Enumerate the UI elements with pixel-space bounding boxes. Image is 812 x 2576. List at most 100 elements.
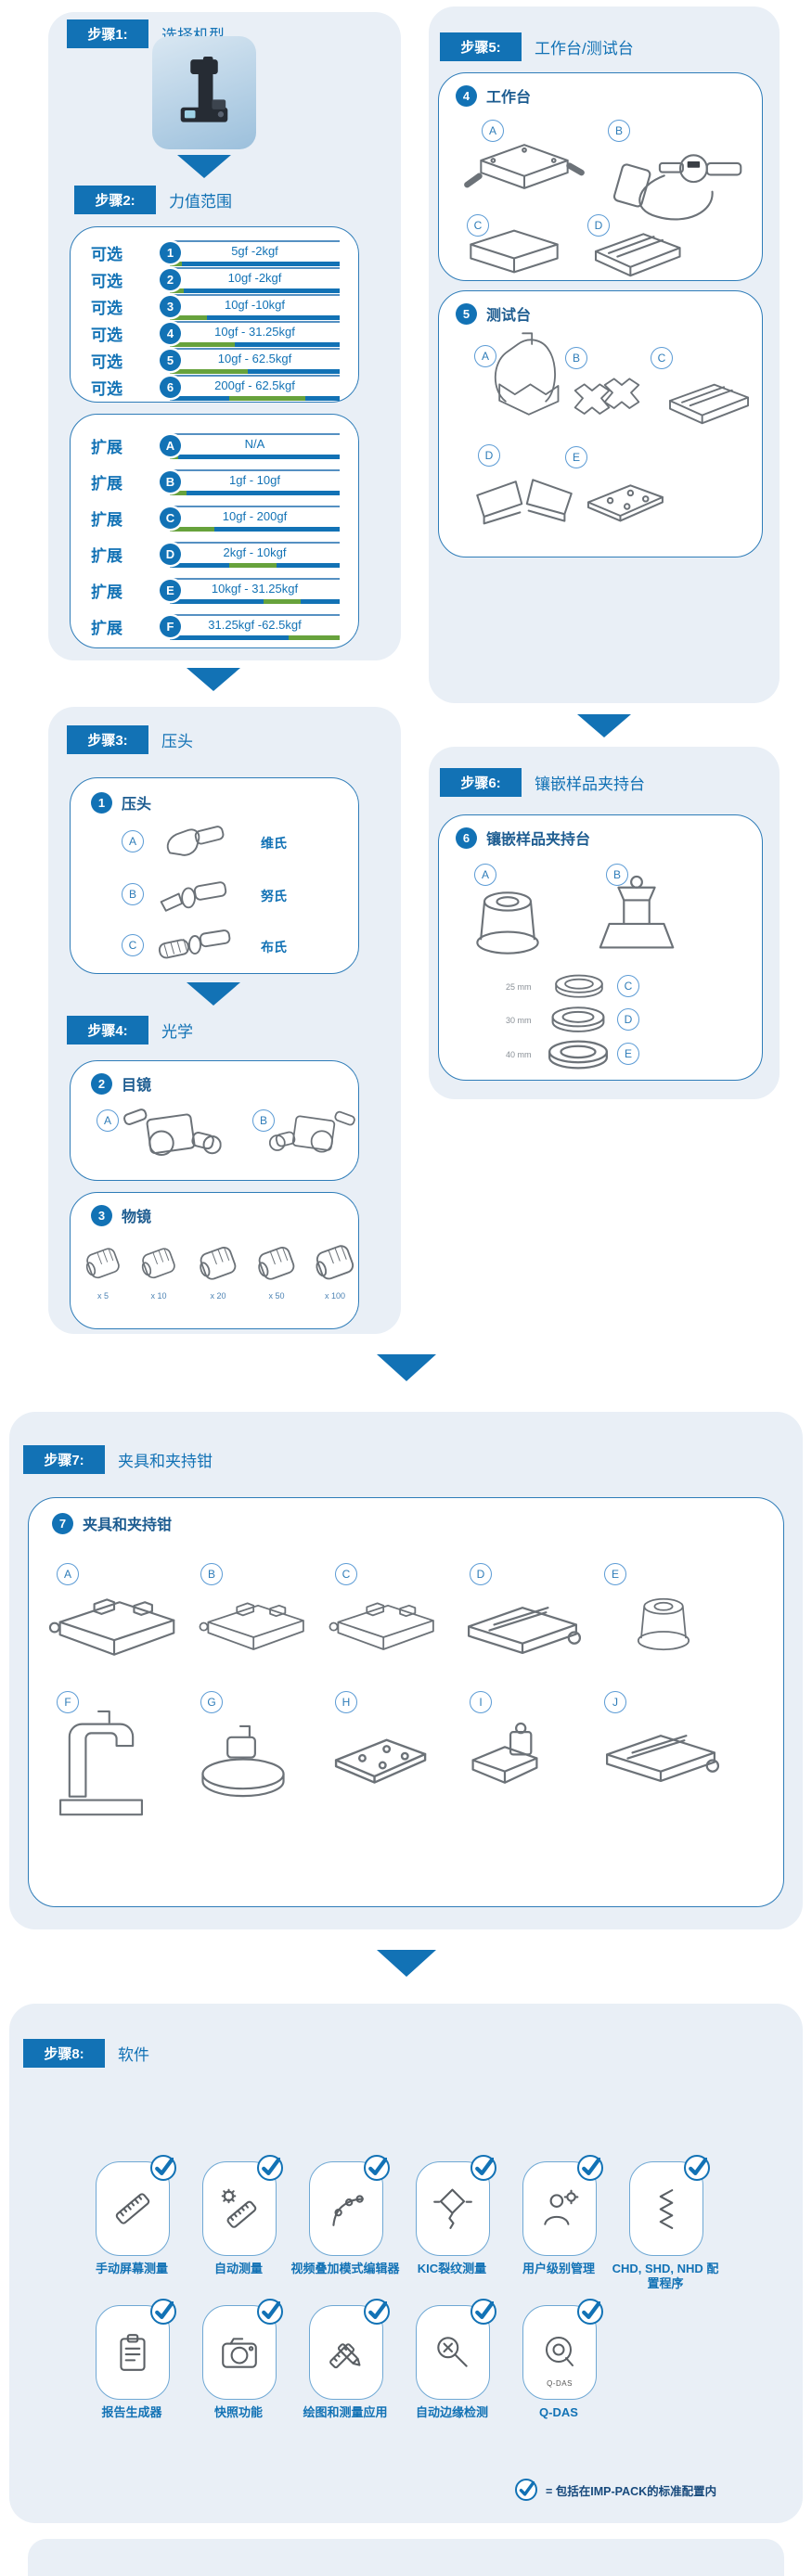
force-range-value: 200gf - 62.5kgf (214, 378, 295, 392)
step1-tag: 步骤1: (67, 19, 148, 48)
software-module-label: 视频叠加模式编辑器 (290, 2262, 400, 2275)
force-range-bar (170, 314, 340, 320)
down-arrow-icon (377, 1950, 436, 1977)
down-arrow-icon (177, 155, 231, 178)
force-range-value-box: 2kgf - 10kgf (170, 541, 340, 568)
force-range-row: 扩展 A N/A (71, 428, 358, 464)
test-stand-section-label: 5 测试台 (456, 302, 531, 325)
dual-angle-stage-illustration (469, 468, 580, 532)
software-module-label: 报告生成器 (101, 2405, 162, 2419)
sample-holder-section-label: 6 镶嵌样品夹持台 (456, 827, 590, 849)
software-module-card (96, 2299, 176, 2400)
item-letter-badge: A (474, 345, 496, 367)
flat-stage-illustration (580, 225, 690, 277)
step2-tag: 步骤2: (74, 186, 156, 214)
item-letter-badge: E (565, 446, 587, 468)
extended-label: 扩展 (91, 583, 122, 601)
worktable-section-title: 工作台 (486, 90, 532, 106)
included-check-icon (364, 2299, 390, 2325)
test-stand-section-title: 测试台 (486, 308, 532, 324)
flat-plate-illustration (578, 479, 671, 525)
force-range-value: 10gf -10kgf (224, 297, 286, 312)
included-check-icon (150, 2155, 176, 2181)
included-check-icon (577, 2155, 603, 2181)
steps-3-4-panel: 步骤3: 压头 1 压头 A 维氏 B 努氏 C 布氏 步骤4: 光学 2 (48, 707, 401, 1334)
force-range-bar (170, 288, 340, 293)
item-letter-badge: C (651, 347, 673, 369)
item-letter-badge: C (617, 975, 639, 997)
magnification-label: x 50 (268, 1291, 285, 1301)
step4-header: 步骤4: 光学 (67, 1016, 193, 1044)
option-number-badge: 3 (160, 296, 181, 317)
force-range-bar (170, 341, 340, 347)
down-arrow-icon (187, 668, 240, 691)
force-range-row: 扩展 E 10kgf - 31.25kgf (71, 572, 358, 609)
large-vise-illustration (47, 1589, 183, 1667)
item-letter-badge: G (200, 1691, 223, 1713)
item-letter-badge: B (606, 864, 628, 886)
brinell-indenter-illustration (148, 924, 241, 972)
software-module-card (416, 2155, 496, 2256)
edge-detect-icon (432, 2331, 474, 2374)
option-number-badge: 5 (160, 350, 181, 371)
force-range-value: 10kgf - 31.25kgf (211, 581, 299, 596)
down-arrow-icon (577, 714, 631, 737)
force-range-bar (170, 395, 340, 401)
item-letter-badge: D (587, 214, 610, 237)
extended-force-range-box: 扩展 A N/A 扩展 B 1gf - 10gf 扩展 C 10gf (70, 414, 359, 648)
fixtures-clamps-box: 7 夹具和夹持钳 A B C D E F G H I J (28, 1497, 784, 1907)
step8-header: 步骤8: 软件 (23, 2039, 149, 2068)
optional-label: 可选 (91, 353, 122, 371)
indenter-box: 1 压头 A 维氏 B 努氏 C 布氏 (70, 777, 359, 974)
step5-title: 工作台/测试台 (535, 40, 634, 58)
force-range-value-box: 10gf - 62.5kgf (170, 347, 340, 374)
indenter-name: 努氏 (261, 889, 287, 904)
c-frame-stand-illustration (51, 1710, 151, 1823)
option-letter-badge: C (160, 507, 181, 529)
magnification-label: x 5 (97, 1291, 109, 1301)
optional-label: 可选 (91, 273, 122, 290)
software-module-label: 手动屏幕测量 (95, 2262, 168, 2275)
ring-size-label: 30 mm (506, 1016, 532, 1025)
v-block-anvil-illustration (485, 330, 571, 423)
force-range-bar (170, 562, 340, 568)
item-letter-badge: B (122, 883, 144, 905)
included-check-icon (684, 2155, 710, 2181)
item-letter-badge: C (122, 934, 144, 956)
included-check-icon (257, 2155, 283, 2181)
step2-header: 步骤2: 力值范围 (74, 186, 232, 214)
force-range-row: 可选 3 10gf -10kgf (71, 293, 358, 320)
worktable-box: 4 工作台 A B C D (438, 72, 763, 281)
included-check-icon (577, 2299, 603, 2325)
item-letter-badge: B (565, 347, 587, 369)
optional-label: 可选 (91, 327, 122, 344)
included-check-icon (150, 2299, 176, 2325)
step8-tag: 步骤8: (23, 2039, 105, 2068)
software-module-label: KIC裂纹测量 (417, 2262, 487, 2275)
worktable-section-label: 4 工作台 (456, 84, 531, 107)
step4-tag: 步骤4: (67, 1016, 148, 1044)
force-range-value-box: 10kgf - 31.25kgf (170, 577, 340, 604)
hole-plate-illustration (324, 1732, 435, 1788)
steps-1-2-panel: 步骤1: 选择机型 步骤2: 力值范围 可选 1 5gf -2kgf 可选 2 (48, 12, 401, 660)
eyepiece-box: 2 目镜 A B (70, 1060, 359, 1181)
force-range-value: 31.25kgf -62.5kgf (208, 617, 302, 632)
item-letter-badge: A (474, 864, 496, 886)
optional-label: 可选 (91, 246, 122, 263)
eyepiece-section-title: 目镜 (122, 1078, 152, 1094)
hardness-tester-illustration (172, 57, 237, 129)
extended-label: 扩展 (91, 547, 122, 565)
step6-title: 镶嵌样品夹持台 (535, 775, 645, 793)
software-module-card (629, 2155, 710, 2256)
force-range-value: 10gf - 62.5kgf (217, 351, 292, 365)
optional-label: 可选 (91, 380, 122, 398)
down-arrow-icon (377, 1354, 436, 1381)
software-module-label: 绘图和测量应用 (303, 2405, 388, 2419)
software-module-card: Q-DAS (522, 2299, 603, 2400)
step3-title: 压头 (161, 733, 193, 750)
section-number-badge: 1 (91, 791, 112, 814)
ring-size-label: 40 mm (506, 1050, 532, 1059)
extended-label: 扩展 (91, 620, 122, 637)
step2-title: 力值范围 (169, 193, 232, 211)
extended-label: 扩展 (91, 475, 122, 493)
